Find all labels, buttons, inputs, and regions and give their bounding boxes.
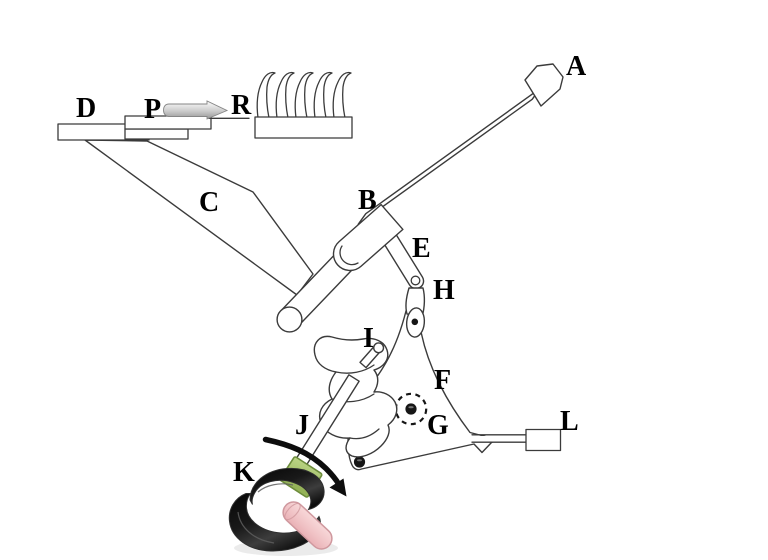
g-dashed-circle xyxy=(394,392,428,426)
swirl-gloss-2 xyxy=(237,511,275,544)
label-h: H xyxy=(433,275,455,306)
motion-arrow-head xyxy=(329,478,347,497)
label-b: B xyxy=(358,185,377,216)
label-p: P xyxy=(144,94,161,125)
a-rod xyxy=(357,88,541,225)
swirl-lower-band xyxy=(228,493,321,552)
pink-roller xyxy=(282,501,333,550)
part-p-bar xyxy=(124,115,212,130)
pink-roller-rim xyxy=(284,502,301,521)
saddle-fold-3 xyxy=(349,428,380,440)
g-pivot-dot xyxy=(405,403,417,415)
part-r-comb xyxy=(254,71,353,139)
part-saddle xyxy=(313,335,398,458)
f-rivet-highlight xyxy=(357,459,362,462)
label-f: F xyxy=(434,365,451,396)
labels: A B C D P R E H I F G J K L xyxy=(76,51,587,488)
comb-tooth-2 xyxy=(275,71,295,119)
h-pivot-dot xyxy=(411,318,419,326)
label-g: G xyxy=(427,410,449,441)
g-pivot-highlight xyxy=(408,406,414,409)
saddle-fold-1 xyxy=(335,364,375,374)
comb-tooth-5 xyxy=(332,71,352,119)
p-bar-flange xyxy=(124,128,189,140)
label-r: R xyxy=(231,90,252,121)
label-k: K xyxy=(233,457,255,488)
b-sleeve xyxy=(332,203,404,272)
comb-tooth-3 xyxy=(294,71,314,119)
saddle-shape xyxy=(313,335,398,458)
part-a-lever xyxy=(357,63,564,225)
label-j: J xyxy=(295,410,309,441)
c-arm-shape xyxy=(84,139,314,296)
motion-arrow xyxy=(262,436,347,497)
i-pin-cap xyxy=(373,342,385,354)
l-stop-block xyxy=(525,428,562,452)
comb-base xyxy=(254,116,353,139)
part-b-assembly xyxy=(276,203,425,333)
lower-rod-tip xyxy=(276,306,303,333)
label-a: A xyxy=(566,51,587,82)
swirl-upper-band xyxy=(249,467,325,511)
part-h-link xyxy=(405,275,426,338)
e-pivot-hole xyxy=(410,275,421,286)
part-k-swirl xyxy=(228,467,338,556)
pink-roller-shape xyxy=(282,501,333,550)
comb-tooth-4 xyxy=(313,71,333,119)
part-c-arm xyxy=(84,139,314,296)
motion-arrow-curve xyxy=(262,436,342,488)
label-c: C xyxy=(199,187,219,218)
part-i-pin xyxy=(359,342,385,369)
label-d: D xyxy=(76,93,96,124)
pointer-arrow xyxy=(163,100,229,120)
label-e: E xyxy=(412,233,431,264)
top-assembly xyxy=(57,71,353,141)
f-rivet-dot xyxy=(353,456,366,468)
swirl-gloss-1 xyxy=(257,483,294,493)
l-rod-fill xyxy=(473,436,526,442)
comb-tooth-1 xyxy=(256,71,276,119)
a-key-head xyxy=(524,63,564,107)
sleeve-rim-arc xyxy=(339,245,359,266)
label-i: I xyxy=(363,323,374,354)
l-rod-lines xyxy=(471,434,527,443)
label-l: L xyxy=(560,406,579,437)
